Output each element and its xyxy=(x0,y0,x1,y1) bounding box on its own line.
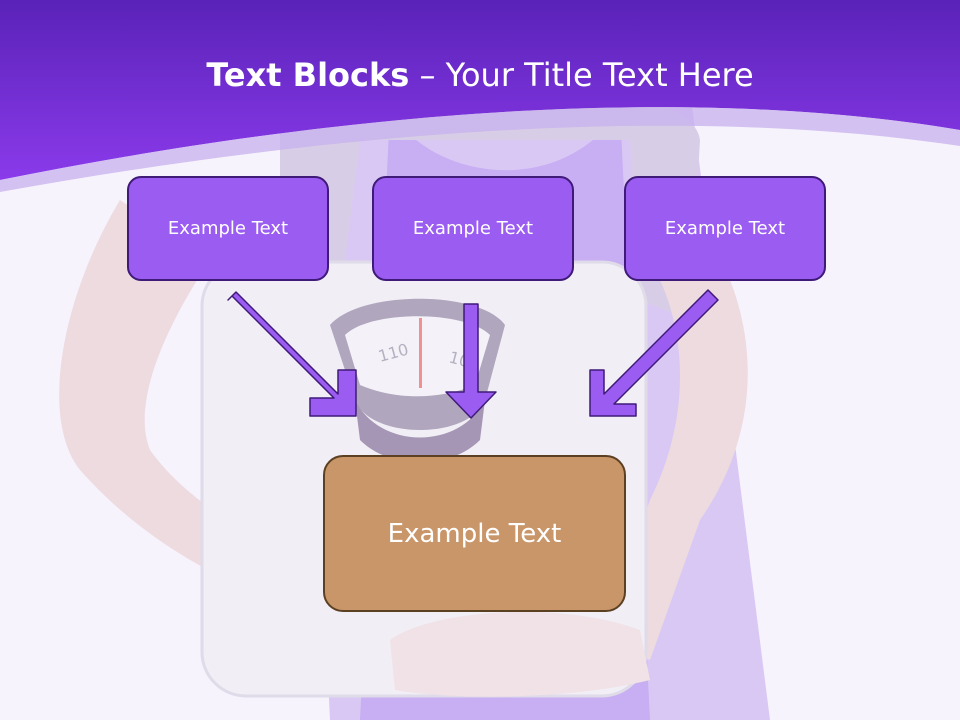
text-block-center[interactable]: Example Text xyxy=(372,176,574,281)
text-block-left[interactable]: Example Text xyxy=(127,176,329,281)
down-arrow-icon xyxy=(445,303,497,419)
text-block-center-label: Example Text xyxy=(412,218,534,239)
title-bold-part: Text Blocks xyxy=(206,56,410,94)
text-block-result[interactable]: Example Text xyxy=(323,455,626,612)
title-rest-part: Your Title Text Here xyxy=(445,56,754,94)
title-dash: – xyxy=(409,56,446,94)
down-arrow-icon xyxy=(589,289,719,417)
slide-title: Text Blocks – Your Title Text Here xyxy=(0,50,960,100)
down-arrow-icon xyxy=(227,291,357,417)
text-block-left-label: Example Text xyxy=(167,218,289,239)
text-block-right-label: Example Text xyxy=(664,218,786,239)
text-block-result-label: Example Text xyxy=(387,518,562,549)
text-block-right[interactable]: Example Text xyxy=(624,176,826,281)
